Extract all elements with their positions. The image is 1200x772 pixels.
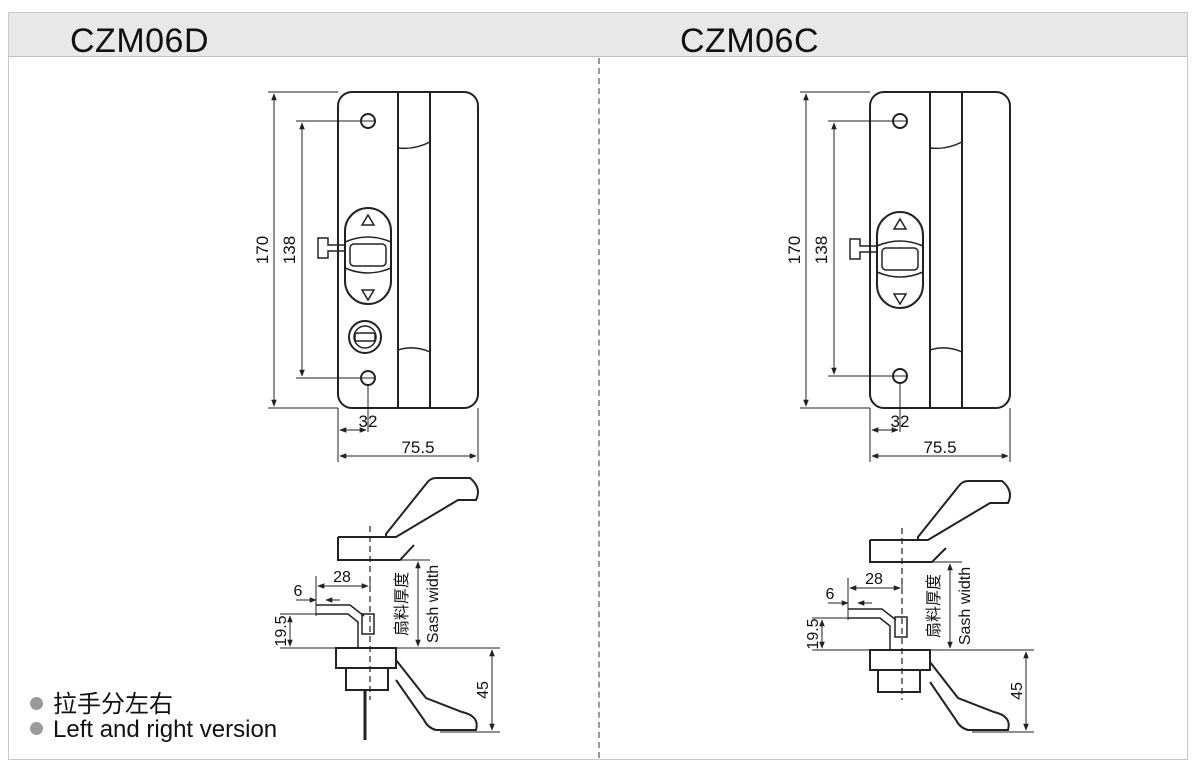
down-arrow-icon — [360, 289, 376, 302]
dim-hole-offset-left: 32 — [359, 412, 378, 431]
drawing-frame — [8, 12, 1188, 760]
sash-width-cn-right: 扇料厚度 — [925, 574, 943, 638]
base-block — [335, 647, 397, 669]
dim-base-depth-left: 45 — [475, 681, 492, 699]
front-view-czm06c — [849, 91, 1011, 409]
header-bar: CZM06D CZM06C — [8, 12, 1188, 60]
lever-knob — [876, 211, 924, 309]
upper-handle — [338, 477, 479, 538]
sash-width-en-left: Sash width — [425, 565, 442, 643]
dim-lever-height-right: 19.5 — [805, 618, 822, 649]
center-divider — [598, 58, 600, 758]
bullet-dot-icon — [30, 697, 43, 711]
front-view-czm06d — [317, 91, 479, 409]
legend-text-cn: 拉手分左右 — [53, 691, 173, 718]
bullet-dot-icon — [30, 722, 43, 736]
dim-lever-height-left: 19.5 — [273, 615, 290, 646]
dim-hole-spacing-right: 138 — [812, 236, 831, 264]
dim-total-height-right: 170 — [785, 236, 804, 264]
legend-item-cn: 拉手分左右 — [30, 684, 173, 719]
thumb-turn — [348, 320, 382, 354]
side-dimensions-right — [812, 561, 1034, 733]
side-view-czm06d — [316, 477, 479, 740]
dim-handle-reach-left: 28 — [333, 569, 351, 586]
latch-pin — [894, 616, 908, 638]
dim-base-depth-right: 45 — [1009, 682, 1026, 700]
dim-total-width-right: 75.5 — [923, 438, 956, 457]
up-arrow-icon — [892, 217, 908, 230]
sash-width-cn-left: 扇料厚度 — [393, 572, 411, 636]
base-block — [869, 649, 931, 671]
up-arrow-icon — [360, 213, 376, 226]
upper-handle — [870, 480, 1011, 541]
model-title-left: CZM06D — [70, 22, 210, 60]
down-arrow-icon — [892, 293, 908, 306]
lower-handle — [395, 659, 478, 731]
lever-knob — [344, 207, 392, 305]
dim-handle-reach-right: 28 — [865, 571, 883, 588]
dim-total-width-left: 75.5 — [401, 438, 434, 457]
side-view-czm06c — [848, 480, 1011, 731]
dim-hole-spacing-left: 138 — [280, 236, 299, 264]
latch-tongue — [849, 238, 877, 260]
dim-hole-offset-right: 32 — [891, 412, 910, 431]
plate-outline — [337, 91, 479, 409]
model-title-right: CZM06C — [680, 22, 820, 60]
sash-width-en-right: Sash width — [957, 567, 974, 645]
latch-tongue — [317, 237, 345, 259]
dimension-lines-left — [268, 91, 479, 462]
dim-total-height-left: 170 — [253, 236, 272, 264]
dim-handle-offset-right: 6 — [826, 586, 835, 603]
dim-handle-offset-left: 6 — [294, 583, 303, 600]
legend-text-en: Left and right version — [53, 716, 278, 743]
latch-pin — [361, 613, 375, 635]
plate-outline — [869, 91, 1011, 409]
side-dimensions-left — [280, 559, 500, 733]
legend-item-en: Left and right version — [30, 716, 277, 744]
dimension-lines-right — [800, 91, 1011, 462]
lower-handle — [929, 661, 1010, 731]
